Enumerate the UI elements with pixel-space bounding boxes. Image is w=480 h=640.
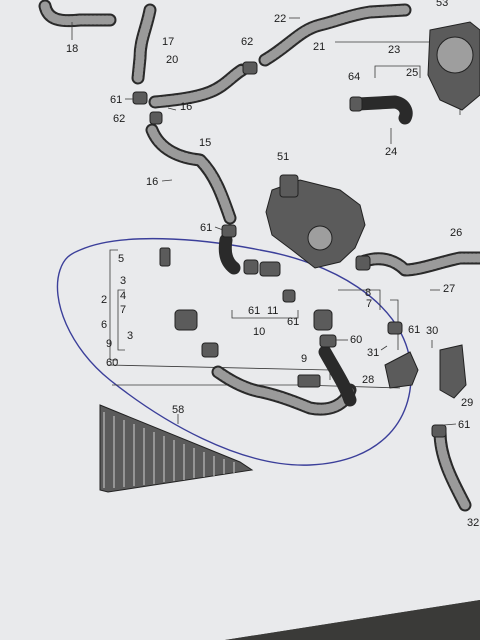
label-15: 15 [199,137,211,149]
clamp-64 [349,96,363,112]
clamp-61-mid [243,259,259,275]
label-7-left: 7 [120,304,126,316]
label-61-lower-right: 61 [458,419,470,431]
part-labels: 18 22 21 53 17 62 23 64 25 61 20 62 16 1… [66,0,479,529]
bracket-23 [374,65,421,78]
bracket-left-inner [117,289,125,351]
label-60-right: 60 [350,334,362,346]
sensor-5 [159,247,171,267]
label-24: 24 [385,146,397,158]
pump-28 [384,351,419,389]
hose-lower-main-ribs [213,367,355,414]
hose-small-center [218,233,241,275]
hose-center-vertical [318,345,357,407]
label-5: 5 [118,253,124,265]
label-16-top: 16 [180,101,192,113]
connector-60-right [313,309,333,331]
label-26: 26 [450,227,462,239]
bracket-left [109,249,118,361]
label-21: 21 [313,41,325,53]
label-62-top: 62 [241,36,253,48]
hose-21-ribs [260,5,410,65]
label-61-right: 61 [408,324,420,336]
leader-61c [443,423,457,426]
bracket-9 [297,374,321,388]
leader-16b [161,179,173,182]
label-9-left: 9 [106,338,112,350]
label-9-bottom: 9 [301,353,307,365]
tee-piece-left [174,309,198,331]
clamp-60-right [319,334,337,348]
label-20: 20 [166,54,178,66]
hose-20-ribs [150,65,247,107]
label-11: 11 [267,305,278,317]
sensor-51 [279,174,299,198]
hose-end-26 [355,255,371,271]
table-shadow [225,600,480,640]
label-61-right10: 61 [287,316,299,328]
label-30: 30 [426,325,438,337]
clamp-61-lower-right [431,424,447,438]
label-2: 2 [101,294,107,306]
label-64: 64 [348,71,360,83]
label-3-bottom: 3 [127,330,133,342]
pen-annotation-loop [56,237,412,466]
turbo-wheel [436,36,474,74]
bracket-10 [231,310,299,319]
clamp-61-right [387,321,403,335]
hose-26-ribs [357,253,480,275]
hose-32-ribs [435,427,470,510]
label-62-left: 62 [113,113,125,125]
clamp-61-center [221,224,237,238]
hose-18-ribs [40,1,115,26]
label-31: 31 [367,347,379,359]
label-27: 27 [443,283,455,295]
label-53: 53 [436,0,448,9]
hose-64 [351,95,413,125]
label-17: 17 [162,36,174,48]
label-10: 10 [253,326,265,338]
label-16-mid: 16 [146,176,158,188]
clamp-61-10 [282,289,296,303]
fitting-11 [259,261,281,277]
leader-31 [380,345,388,351]
label-60-left: 60 [106,357,118,369]
leader-61b [214,226,224,231]
thermostat-port [307,225,333,251]
bracket-right-8 [338,289,381,310]
label-58: 58 [172,404,184,416]
clamp-62-left [149,111,163,125]
label-6-left: 6 [101,319,107,331]
label-61-top: 61 [110,94,122,106]
label-51: 51 [277,151,289,163]
clamp-60-left [201,342,219,358]
hose-17-ribs [133,5,155,83]
label-32: 32 [467,517,479,529]
label-28: 28 [362,374,374,386]
label-18: 18 [66,43,78,55]
label-3-top: 3 [120,275,126,287]
clamp-61-top [132,91,148,105]
clamp-62-top [242,61,258,75]
label-7-right: 7 [366,298,372,310]
label-4: 4 [120,290,126,302]
label-22: 22 [274,13,286,25]
hose-15-ribs [147,125,235,223]
label-23: 23 [388,44,400,56]
thermostat-housing-51 [265,179,366,269]
leader-16a [167,107,177,111]
label-61-left10: 61 [248,305,260,317]
bracket-29 [439,344,467,399]
label-25: 25 [406,67,418,79]
label-61-mid: 61 [200,222,212,234]
label-29: 29 [461,397,473,409]
label-8: 8 [365,287,371,299]
radiator-fins [103,412,235,488]
